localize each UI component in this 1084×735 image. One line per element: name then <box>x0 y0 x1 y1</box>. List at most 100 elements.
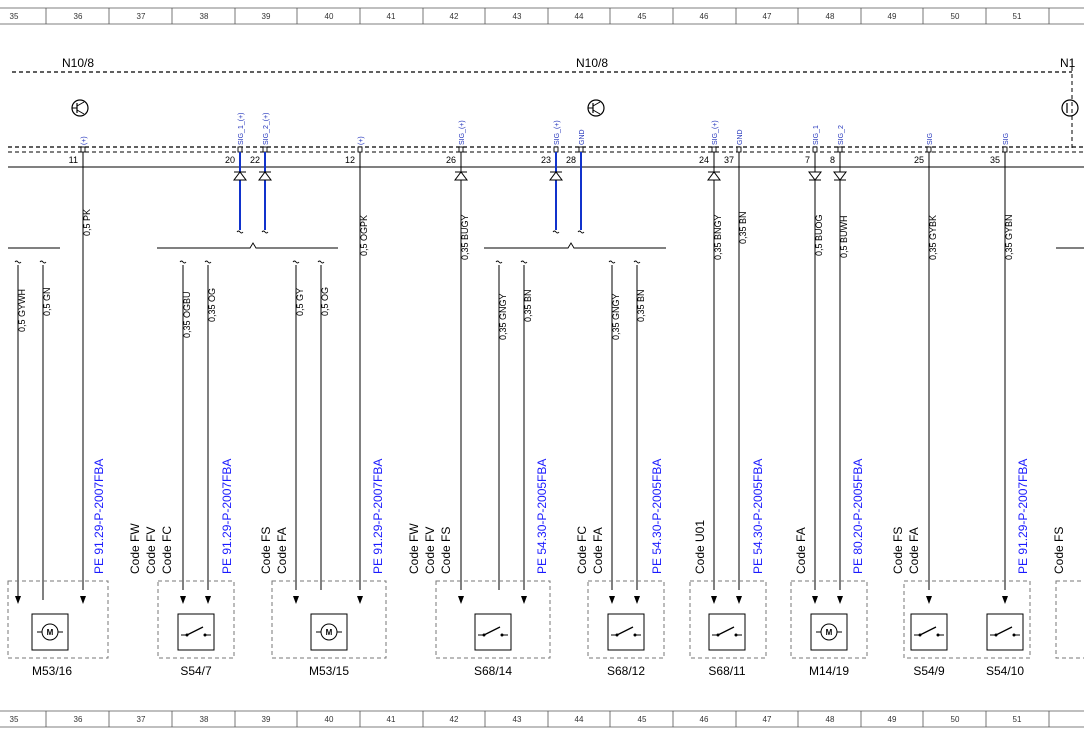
pin-number: 23 <box>541 155 551 165</box>
motor-icon: M <box>31 613 69 651</box>
code-label: Code FW <box>407 523 421 574</box>
pin-marker <box>553 146 559 153</box>
connector-header: N10/8 N10/8 N1 <box>8 56 1084 168</box>
wire-label: 0,35 GNGY <box>611 293 621 340</box>
pin-number: 20 <box>225 155 235 165</box>
switch-icon <box>607 613 645 651</box>
code-label: Code FA <box>591 527 605 574</box>
component-box <box>790 580 868 659</box>
code-label: Code FC <box>160 526 174 574</box>
component-label: M53/15 <box>309 664 349 678</box>
pin-number: 12 <box>345 155 355 165</box>
wire-label: 0,35 GYBK <box>928 215 938 260</box>
pin-signal-label: SIG_(+) <box>459 120 466 145</box>
wire-label: 0,5 GY <box>295 288 305 316</box>
ruler-bottom-48: 48 <box>826 715 835 724</box>
code-label: Code FA <box>794 527 808 574</box>
ruler-top-50: 50 <box>951 12 960 21</box>
component-label: S54/7 <box>180 664 212 678</box>
ruler-top-38: 38 <box>200 12 209 21</box>
pin-signal-label: SIG_1_(+) <box>238 113 245 146</box>
code-label: Code FC <box>575 526 589 574</box>
reference-label: PE 91.29-P-2007FBA <box>92 459 106 574</box>
component-box <box>587 580 665 659</box>
code-label: Code FV <box>144 527 158 574</box>
ruler-bottom-41: 41 <box>387 715 396 724</box>
svg-text:M: M <box>826 628 833 637</box>
ruler-bottom-50: 50 <box>951 715 960 724</box>
ruler-bottom-39: 39 <box>262 715 271 724</box>
pin-marker <box>578 146 584 153</box>
component-label: S68/12 <box>607 664 645 678</box>
component-label: S68/11 <box>708 664 745 678</box>
wire-label: 0,5 OG <box>320 287 330 316</box>
diode-down <box>833 171 847 181</box>
connector-label-mid: N10/8 <box>576 56 608 70</box>
diode-up <box>233 171 247 181</box>
ruler-top-48: 48 <box>826 12 835 21</box>
pin-signal-label: SIG_(+) <box>712 120 719 145</box>
pin-signal-label: (+) <box>81 136 88 145</box>
ruler-top-44: 44 <box>575 12 584 21</box>
component-box <box>1055 580 1084 659</box>
pin-marker <box>1002 146 1008 153</box>
transistor-icon <box>71 99 89 117</box>
ruler-top-45: 45 <box>638 12 647 21</box>
ruler-bottom-42: 42 <box>450 715 459 724</box>
reference-label: PE 91.29-P-2007FBA <box>220 459 234 574</box>
ruler-bottom-35: 35 <box>10 715 19 724</box>
component-box <box>157 580 235 659</box>
pin-signal-label: (+) <box>358 136 365 145</box>
ruler-bottom-47: 47 <box>763 715 772 724</box>
ruler-bottom-44: 44 <box>575 715 584 724</box>
pin-numbers: 11 20 22 12 26 23 28 24 37 7 8 25 35 <box>69 155 1000 165</box>
pin-number: 22 <box>250 155 260 165</box>
svg-text:M: M <box>47 628 54 637</box>
pin-number: 11 <box>69 155 78 165</box>
pin-number: 26 <box>446 155 456 165</box>
diode-markers <box>233 171 847 181</box>
connector-label-right: N1 <box>1060 56 1076 70</box>
reference-label: PE 91.29-P-2007FBA <box>371 459 385 574</box>
pin-marker <box>357 146 363 153</box>
reference-label: PE 80.20-P-2005FBA <box>851 459 865 574</box>
code-label: Code FS <box>439 527 453 574</box>
ruler-bottom-36: 36 <box>74 715 83 724</box>
motor-icon: M <box>310 613 348 651</box>
pin-signal-label: SIG <box>1003 133 1010 145</box>
pin-marker <box>262 146 268 153</box>
code-label: Code FS <box>259 527 273 574</box>
pin-signal-label: SIG_1 <box>813 125 820 145</box>
ruler-bottom-40: 40 <box>325 715 334 724</box>
wire-label: 0,35 BN <box>738 211 748 244</box>
svg-text:M: M <box>326 628 333 637</box>
ruler-bottom-37: 37 <box>137 715 146 724</box>
diode-up <box>454 171 468 181</box>
ruler-top-35: 35 <box>10 12 19 21</box>
code-label: Code FA <box>275 527 289 574</box>
ruler-top-39: 39 <box>262 12 271 21</box>
code-labels: Code FW Code FV Code FC Code FS Code FA … <box>128 520 1066 574</box>
code-label: Code FS <box>891 527 905 574</box>
wire-label: 0,35 OG <box>207 288 217 322</box>
component-box <box>435 580 551 659</box>
wire-break-marks <box>14 230 641 264</box>
switch-icon <box>177 613 215 651</box>
wire-label: 0,5 PK <box>82 209 92 236</box>
diode-up <box>707 171 721 181</box>
component-label: M53/16 <box>32 664 72 678</box>
ruler-top-46: 46 <box>700 12 709 21</box>
wire-labels-upper: 0,5 PK 0,5 OGPK 0,35 BUGY 0,35 BNGY 0,35… <box>82 209 1014 260</box>
cable-brackets <box>8 242 1084 249</box>
component-label: S68/14 <box>474 664 512 678</box>
pin-number: 8 <box>830 155 835 165</box>
pin-marker <box>736 146 742 153</box>
wire-label: 0,5 BUOG <box>814 214 824 256</box>
pin-number: 28 <box>566 155 576 165</box>
ruler-top-36: 36 <box>74 12 83 21</box>
code-label: Code FW <box>128 523 142 574</box>
pin-signal-label: GND <box>579 129 586 145</box>
ruler-bottom-45: 45 <box>638 715 647 724</box>
wire-label: 0,5 OGPK <box>359 215 369 256</box>
bottom-ruler: 35 36 37 38 39 40 41 42 43 44 45 46 47 4… <box>0 710 1084 728</box>
